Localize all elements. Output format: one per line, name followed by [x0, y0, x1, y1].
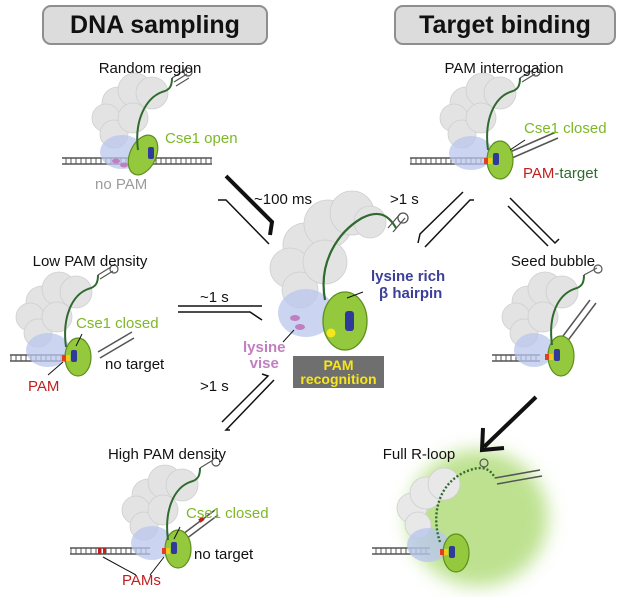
- equilibrium-high: [221, 373, 275, 431]
- complex-pam-interrogation: [410, 67, 559, 180]
- title-pam-interrogation: PAM interrogation: [444, 60, 564, 77]
- label-pam-target-pam: PAM: [523, 165, 555, 182]
- equilibrium-low: [178, 305, 263, 321]
- label-beta-hairpin: β hairpin: [379, 285, 443, 302]
- complex-random-region: [62, 67, 212, 176]
- label-cse1-closed-interrogation: Cse1 closed: [524, 120, 607, 137]
- label-lysine-vise-line1: lysine: [243, 339, 286, 356]
- title-full-rloop: Full R-loop: [382, 446, 456, 463]
- arrow-to-seed-bubble: [507, 197, 560, 247]
- header-target-binding: Target binding: [394, 5, 616, 45]
- label-cse1-closed-low: Cse1 closed: [76, 315, 159, 332]
- label-no-pam: no PAM: [95, 176, 148, 193]
- label-lysine-rich: lysine rich: [371, 268, 446, 285]
- label-pam-low: PAM: [28, 378, 60, 395]
- title-random-region: Random region: [98, 60, 202, 77]
- equilibrium-random: [218, 174, 275, 245]
- title-high-pam-density: High PAM density: [107, 446, 227, 463]
- label-cse1-closed-high: Cse1 closed: [186, 505, 269, 522]
- label-pams-high: PAMs: [122, 572, 161, 589]
- label-cse1-open: Cse1 open: [165, 130, 238, 147]
- title-low-pam-density: Low PAM density: [32, 253, 148, 270]
- complex-high-pam: [70, 457, 221, 576]
- rate-high: >1 s: [200, 378, 229, 395]
- label-lysine-vise: lysine vise: [243, 340, 286, 372]
- complex-seed-bubble: [492, 264, 603, 377]
- arrow-to-full-rloop: [479, 395, 538, 453]
- complex-full-rloop: [372, 450, 548, 586]
- rate-low: ~1 s: [200, 289, 229, 306]
- rate-interrogation: >1 s: [390, 191, 419, 208]
- label-pam-target: PAM-target: [523, 165, 598, 182]
- label-lysine-vise-line2: vise: [249, 355, 279, 372]
- header-dna-sampling: DNA sampling: [42, 5, 268, 45]
- complex-low-pam: [10, 264, 135, 377]
- pam-recognition-box: PAM recognition: [293, 356, 384, 388]
- equilibrium-interrogation: [417, 191, 474, 248]
- complex-center: [269, 190, 409, 351]
- label-no-target-low: no target: [105, 356, 165, 373]
- pam-recognition-line1: PAM: [323, 357, 354, 373]
- label-no-target-high: no target: [194, 546, 254, 563]
- rate-random: ~100 ms: [254, 191, 312, 208]
- label-pam-target-target: -target: [554, 165, 598, 182]
- pam-recognition-line2: recognition: [300, 371, 377, 387]
- label-lysine-rich-hairpin: lysine rich β hairpin: [371, 268, 445, 302]
- title-seed-bubble: Seed bubble: [510, 253, 596, 270]
